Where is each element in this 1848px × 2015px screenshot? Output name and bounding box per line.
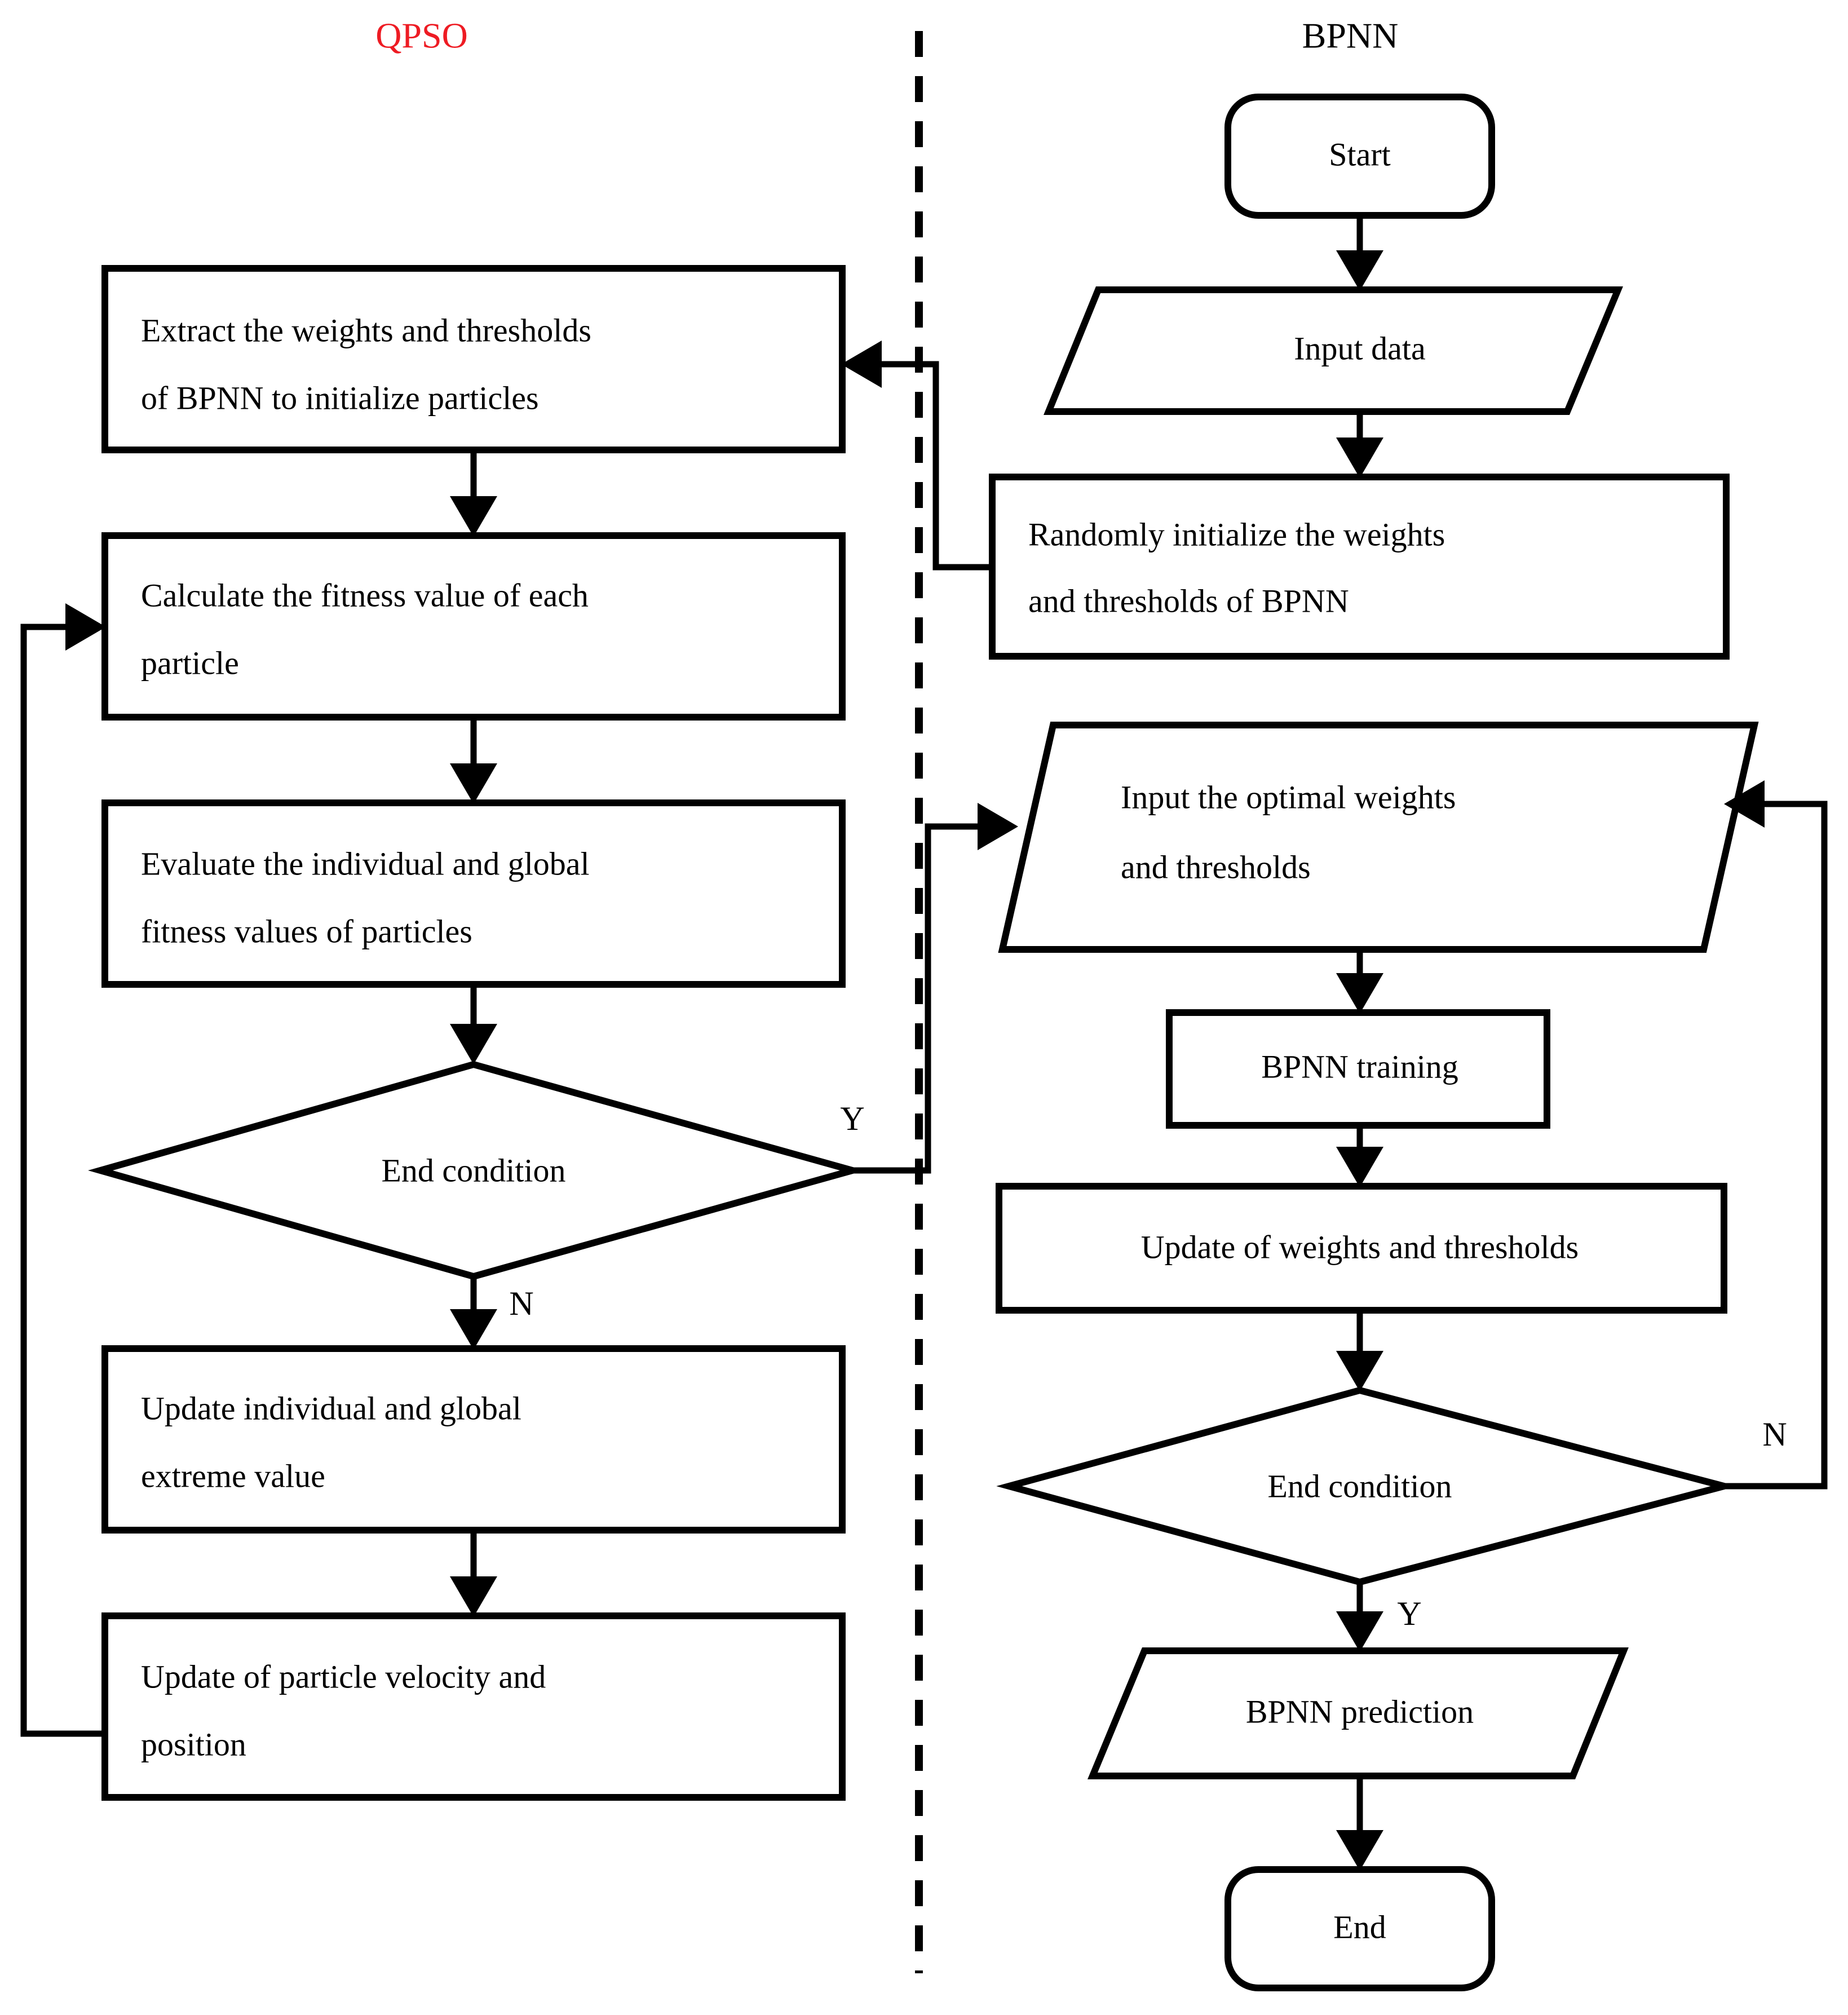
arrowhead-end-condition-no bbox=[450, 1309, 497, 1350]
node-bpnn-random-init[interactable] bbox=[989, 474, 1730, 660]
node-update-velocity-position[interactable] bbox=[101, 1612, 846, 1801]
node-bpnn-input-optimal-line2: and thresholds bbox=[1121, 849, 1311, 885]
arrowhead-update-weights-to-end-condition bbox=[1336, 1351, 1383, 1391]
arrowhead-training-to-update-weights bbox=[1336, 1147, 1383, 1187]
branch-label-bpnn-no: N bbox=[1762, 1416, 1787, 1453]
node-calculate-fitness-line2: particle bbox=[141, 644, 239, 681]
arrowhead-bpnn-end-condition-yes bbox=[1336, 1611, 1383, 1652]
arrowhead-qpso-end-condition-yes bbox=[978, 803, 1018, 850]
arrowhead-prediction-to-end bbox=[1336, 1830, 1383, 1871]
node-bpnn-end-condition-label: End condition bbox=[1267, 1468, 1452, 1504]
arrowhead-extreme-to-velocity bbox=[450, 1576, 497, 1617]
arrowhead-start-to-input-data bbox=[1336, 250, 1383, 291]
node-bpnn-input-data-label: Input data bbox=[1294, 330, 1426, 366]
node-bpnn-prediction-label: BPNN prediction bbox=[1246, 1693, 1474, 1730]
branch-label-qpso-no: N bbox=[509, 1285, 533, 1322]
node-bpnn-random-init-line1: Randomly initialize the weights bbox=[1028, 516, 1445, 553]
arrowhead-velocity-feedback-loop bbox=[65, 603, 106, 651]
node-update-extreme-value-line1: Update individual and global bbox=[141, 1390, 521, 1426]
node-bpnn-update-weights-label: Update of weights and thresholds bbox=[1141, 1229, 1579, 1265]
node-bpnn-end-label: End bbox=[1333, 1908, 1386, 1945]
node-update-extreme-value[interactable] bbox=[101, 1345, 846, 1534]
arrowhead-calculate-to-evaluate bbox=[450, 763, 497, 804]
node-evaluate-fitness-line1: Evaluate the individual and global bbox=[141, 845, 590, 882]
connector-bpnn-end-condition-no bbox=[1724, 801, 1828, 1490]
node-update-extreme-value-line2: extreme value bbox=[141, 1457, 325, 1494]
node-bpnn-random-init-line2: and thresholds of BPNN bbox=[1028, 582, 1349, 619]
node-bpnn-input-optimal-line1: Input the optimal weights bbox=[1121, 779, 1456, 815]
connector-velocity-feedback-loop bbox=[20, 624, 105, 1737]
node-update-velocity-position-line2: position bbox=[141, 1726, 246, 1762]
arrowhead-input-optimal-to-training bbox=[1336, 973, 1383, 1014]
node-extract-weights-line1: Extract the weights and thresholds bbox=[141, 312, 591, 348]
node-evaluate-fitness[interactable] bbox=[101, 799, 846, 988]
node-calculate-fitness-line1: Calculate the fitness value of each bbox=[141, 577, 589, 613]
arrowhead-evaluate-to-end-condition bbox=[450, 1024, 497, 1064]
arrowhead-bpnn-end-condition-no bbox=[1724, 780, 1765, 828]
branch-label-bpnn-yes: Y bbox=[1397, 1595, 1421, 1632]
node-qpso-end-condition-label: End condition bbox=[381, 1152, 565, 1188]
arrowhead-extract-to-calculate bbox=[450, 496, 497, 537]
connector-qpso-end-condition-yes bbox=[852, 823, 982, 1174]
arrowhead-input-data-to-random-init bbox=[1336, 438, 1383, 478]
node-evaluate-fitness-line2: fitness values of particles bbox=[141, 913, 472, 949]
connector-random-init-to-extract bbox=[879, 361, 992, 571]
branch-label-qpso-yes: Y bbox=[840, 1100, 864, 1137]
node-bpnn-input-data[interactable] bbox=[1044, 286, 1623, 415]
node-update-velocity-position-line1: Update of particle velocity and bbox=[141, 1658, 546, 1695]
node-extract-weights-line2: of BPNN to initialize particles bbox=[141, 379, 539, 416]
node-extract-weights[interactable] bbox=[101, 265, 846, 453]
node-bpnn-prediction[interactable] bbox=[1087, 1647, 1629, 1779]
node-calculate-fitness[interactable] bbox=[101, 532, 846, 721]
node-bpnn-input-optimal[interactable] bbox=[998, 722, 1759, 953]
node-bpnn-start-label: Start bbox=[1329, 136, 1391, 173]
bpnn-column-title: BPNN bbox=[1302, 16, 1399, 56]
node-bpnn-training[interactable] bbox=[1166, 1009, 1550, 1129]
node-bpnn-training-label: BPNN training bbox=[1261, 1048, 1458, 1085]
arrowhead-random-init-to-extract bbox=[841, 341, 882, 388]
qpso-column-title: QPSO bbox=[375, 16, 468, 56]
